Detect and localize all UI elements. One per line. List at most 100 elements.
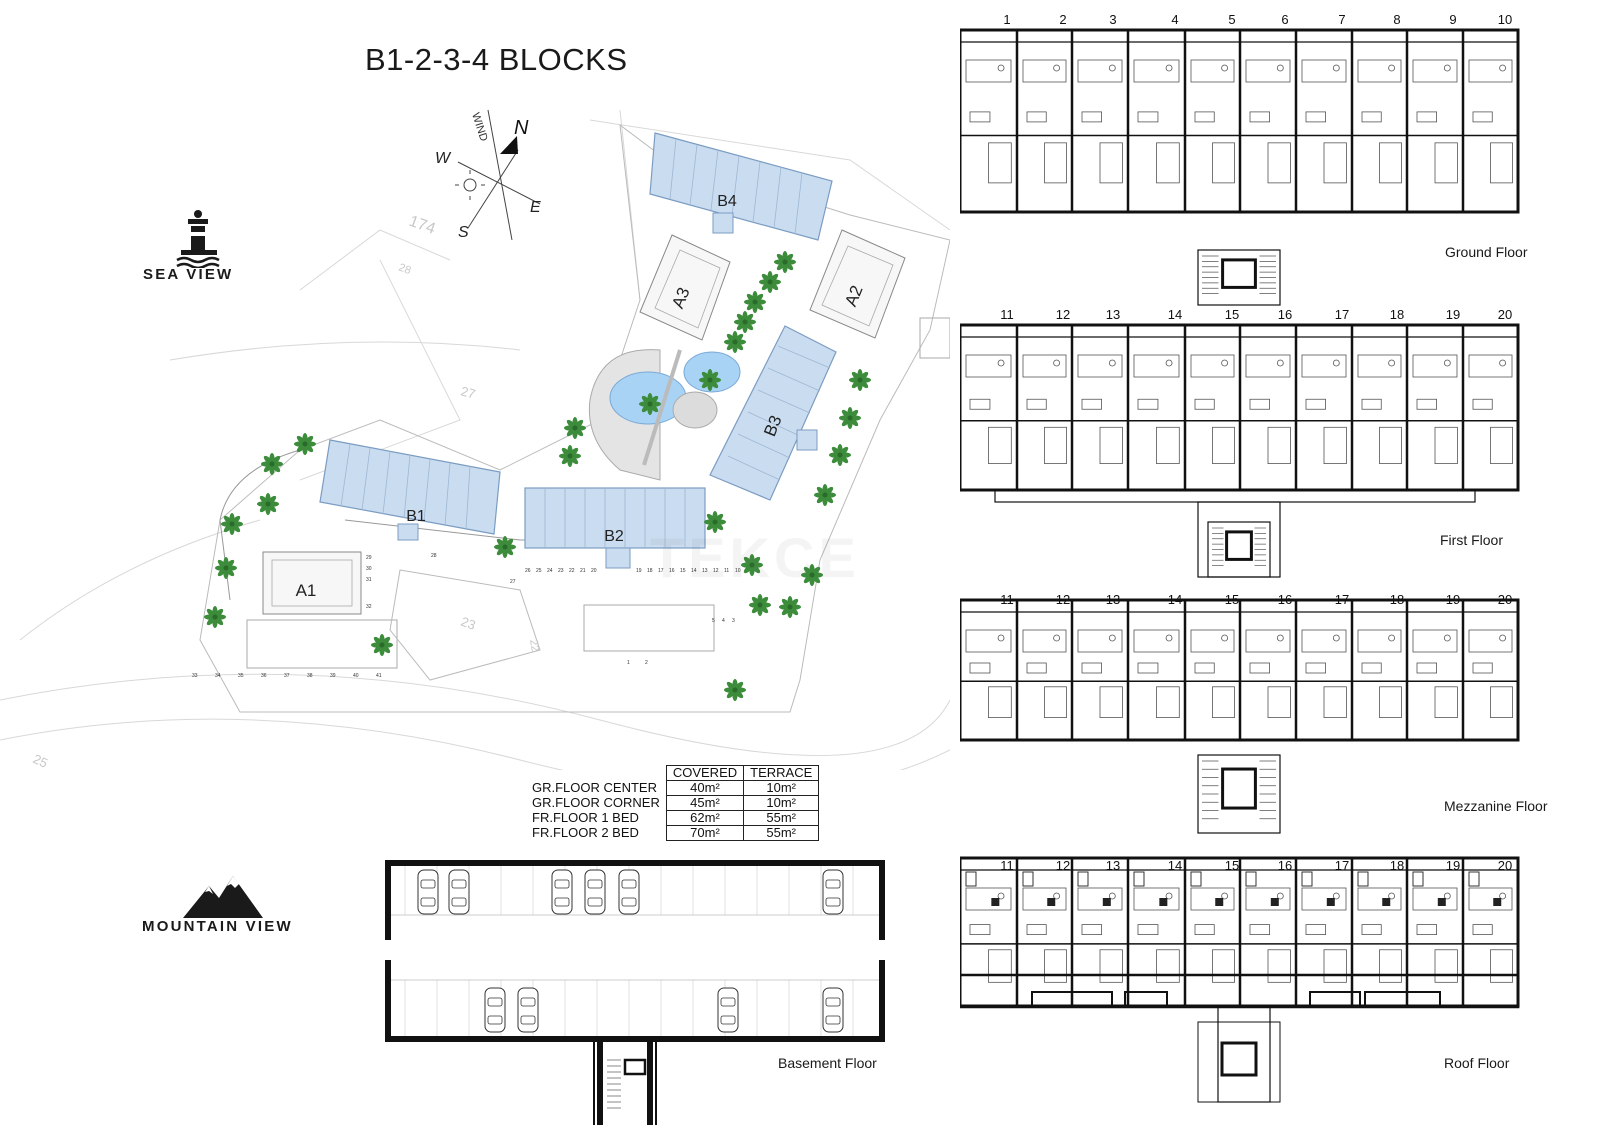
tree-icon: [704, 511, 726, 533]
unit-number: 19: [1445, 858, 1461, 873]
tree-icon: [494, 536, 516, 558]
car-icon: [717, 987, 739, 1033]
unit-number: 14: [1167, 307, 1183, 322]
parking-numbers: 33 34 35 36 37 38 39 40 41 29 30 31 32 2…: [192, 553, 741, 679]
svg-text:5: 5: [712, 618, 715, 624]
svg-text:21: 21: [580, 568, 586, 574]
plot-number-27: 27: [459, 383, 477, 401]
pool-area: [588, 349, 741, 481]
tree-icon: [699, 369, 721, 391]
svg-text:10: 10: [735, 568, 741, 574]
car-icon: [448, 869, 470, 915]
table-row: FR.FLOOR 1 BED 62m² 55m²: [532, 810, 820, 826]
area-table: COVERED TERRACE GR.FLOOR CENTER 40m² 10m…: [532, 765, 820, 841]
svg-text:23: 23: [558, 568, 564, 574]
block-label-b4: B4: [717, 193, 737, 210]
tree-icon: [724, 331, 746, 353]
car-icon: [517, 987, 539, 1033]
basement-plan: [385, 860, 885, 1125]
svg-text:34: 34: [215, 673, 221, 679]
unit-number: 2: [1059, 12, 1067, 27]
compass-w: W: [435, 150, 452, 167]
svg-text:31: 31: [366, 577, 372, 583]
lighthouse-icon: [176, 210, 220, 268]
svg-text:18: 18: [647, 568, 653, 574]
mezzanine-floor-plan: [960, 598, 1520, 742]
block-a1[interactable]: A1: [246, 551, 398, 669]
plot-number-22: 22: [527, 638, 541, 652]
unit-number: 12: [1055, 858, 1071, 873]
svg-text:37: 37: [284, 673, 290, 679]
svg-text:36: 36: [261, 673, 267, 679]
block-b2[interactable]: B2: [524, 487, 706, 569]
tree-icon: [741, 554, 763, 576]
unit-number: 10: [1497, 12, 1513, 27]
block-label-b2: B2: [604, 528, 624, 545]
compass-s: S: [458, 224, 469, 241]
svg-text:4: 4: [722, 618, 725, 624]
block-a2[interactable]: A2: [809, 229, 906, 339]
tree-icon: [261, 453, 283, 475]
svg-text:33: 33: [192, 673, 198, 679]
roof-floor-plan: [960, 856, 1520, 1008]
plot-number-25: 25: [31, 751, 50, 770]
svg-text:38: 38: [307, 673, 313, 679]
unit-number: 13: [1105, 858, 1121, 873]
tree-icon: [839, 407, 861, 429]
plot-number-23: 23: [459, 614, 478, 633]
plot-number-28: 28: [397, 262, 413, 277]
mountain-icon: [183, 876, 263, 918]
unit-number: 3: [1109, 12, 1117, 27]
ground-floor-label: Ground Floor: [1445, 244, 1528, 260]
svg-text:24: 24: [547, 568, 553, 574]
stair-core: [1207, 521, 1271, 578]
block-a3[interactable]: A3: [639, 234, 731, 341]
car-icon: [551, 869, 573, 915]
tree-icon: [371, 634, 393, 656]
block-b4[interactable]: B4: [649, 132, 833, 241]
watermark-text: TEKCE: [650, 526, 860, 589]
svg-text:11: 11: [724, 568, 729, 574]
unit-number: 16: [1277, 858, 1293, 873]
unit-number: 8: [1393, 12, 1401, 27]
svg-text:35: 35: [238, 673, 244, 679]
unit-number: 4: [1171, 12, 1179, 27]
block-label-a1: A1: [296, 581, 317, 600]
table-row: GR.FLOOR CORNER 45m² 10m²: [532, 795, 820, 811]
svg-text:13: 13: [702, 568, 708, 574]
svg-text:20: 20: [591, 568, 597, 574]
unit-number: 17: [1334, 858, 1350, 873]
unit-number: 17: [1334, 307, 1350, 322]
north-arrow-icon: [500, 136, 518, 154]
unit-number: 12: [1055, 307, 1071, 322]
unit-number: 1: [1003, 12, 1011, 27]
car-icon: [584, 869, 606, 915]
tree-icon: [759, 271, 781, 293]
unit-number: 11: [1000, 858, 1014, 873]
tree-icon: [559, 445, 581, 467]
site-plan: B4 A3 A2 B3: [0, 109, 950, 770]
unit-number: 18: [1389, 858, 1405, 873]
tree-icon: [639, 393, 661, 415]
sea-view-label: SEA VIEW: [143, 266, 234, 283]
car-icon: [417, 869, 439, 915]
roof-floor-label: Roof Floor: [1444, 1055, 1510, 1071]
block-b1[interactable]: B1: [319, 439, 501, 541]
unit-number: 9: [1449, 12, 1457, 27]
first-floor-plan: [960, 323, 1520, 492]
basement-floor-label: Basement Floor: [778, 1055, 877, 1071]
tree-markers: [204, 251, 871, 701]
svg-text:39: 39: [330, 673, 336, 679]
tree-icon: [829, 444, 851, 466]
tree-icon: [749, 594, 771, 616]
svg-text:15: 15: [680, 568, 686, 574]
table-row: GR.FLOOR CENTER 40m² 10m²: [532, 780, 820, 796]
tree-icon: [779, 596, 801, 618]
mountain-view-label: MOUNTAIN VIEW: [142, 918, 293, 935]
car-icon: [618, 869, 640, 915]
block-b3[interactable]: B3: [709, 325, 837, 501]
svg-text:26: 26: [525, 568, 531, 574]
svg-text:29: 29: [366, 555, 372, 561]
